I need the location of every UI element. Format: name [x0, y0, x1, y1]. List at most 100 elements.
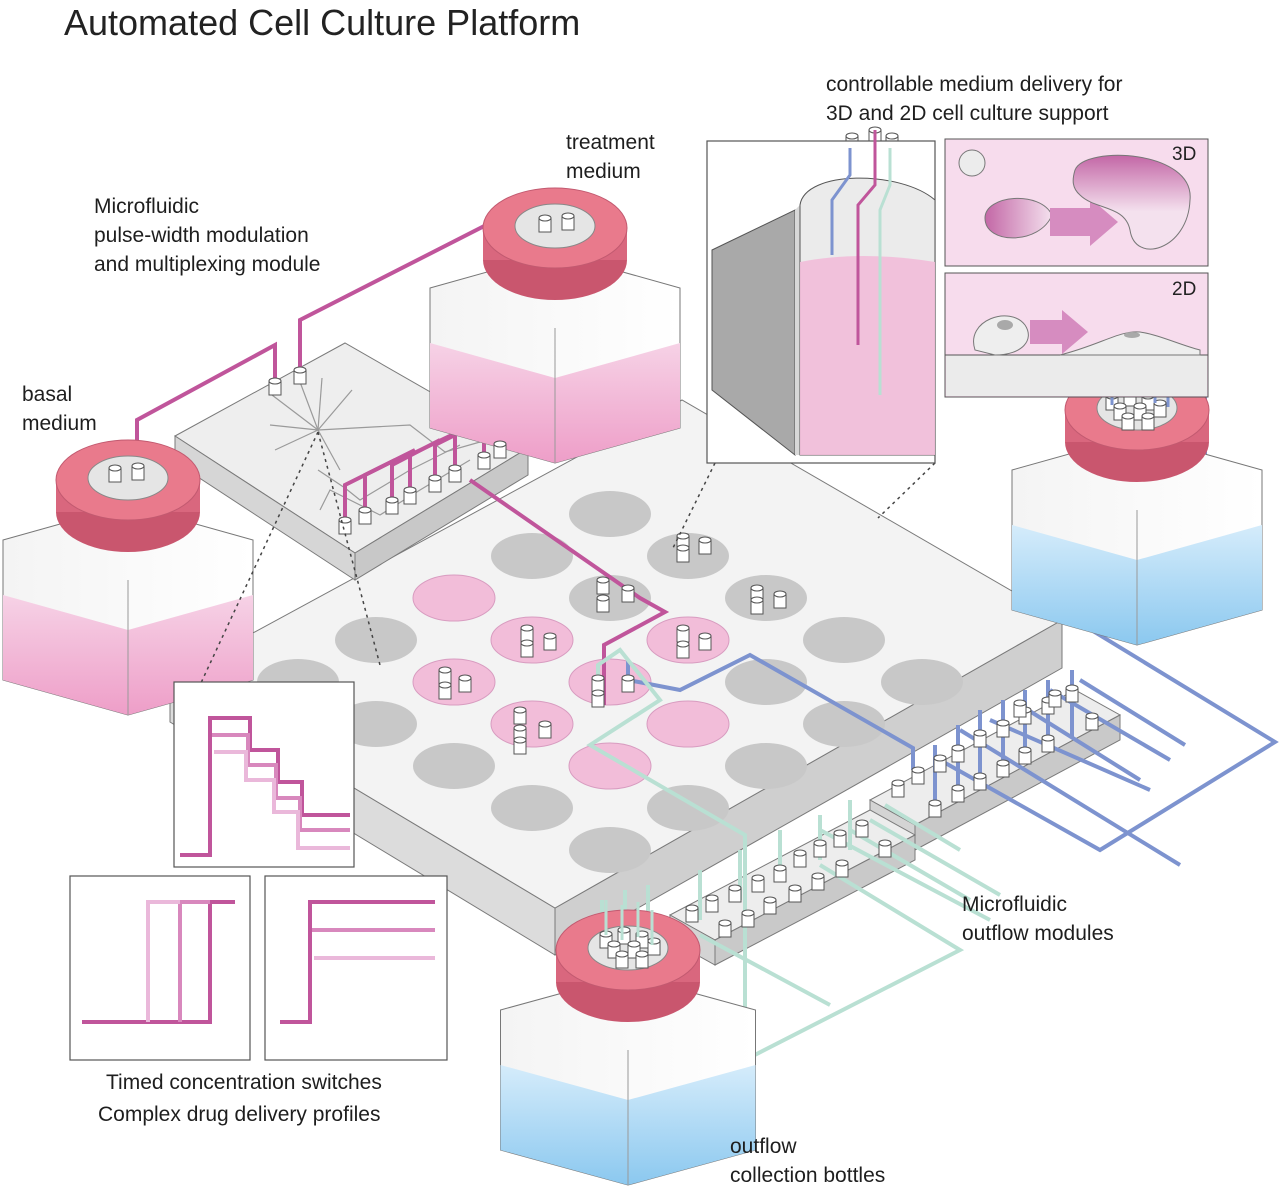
- staircase-profile-panel: [173, 681, 355, 868]
- cap-opening: [87, 455, 169, 501]
- panel-3d-tag: 3D: [1172, 144, 1196, 165]
- connector-top: [793, 849, 807, 857]
- connector-top: [996, 759, 1010, 767]
- panel-3d: 3D: [944, 138, 1209, 267]
- culture-well: [803, 617, 885, 663]
- culture-well: [490, 700, 574, 748]
- connector-top: [835, 859, 849, 867]
- connector-top: [338, 516, 352, 524]
- basal-medium-label: basal medium: [22, 383, 97, 435]
- connector-top: [1065, 684, 1079, 692]
- pwm-channels: [269, 377, 481, 516]
- connector-top: [403, 486, 417, 494]
- page-title: Automated Cell Culture Platform: [64, 2, 581, 43]
- culture-well: [412, 658, 496, 706]
- connector-top: [845, 132, 859, 140]
- connector-top: [885, 132, 899, 140]
- connector-top: [763, 896, 777, 904]
- connector-top: [448, 464, 462, 472]
- treatment-medium-label: treatment medium: [566, 131, 655, 183]
- connector-top: [438, 681, 452, 689]
- connector-top: [458, 674, 472, 682]
- connector-top: [1121, 412, 1135, 420]
- connector-top: [293, 366, 307, 374]
- connector-top: [813, 839, 827, 847]
- culture-well: [491, 533, 573, 579]
- connector-top: [627, 940, 641, 948]
- connector-top: [928, 799, 942, 807]
- connector-top: [513, 724, 527, 732]
- controllable-delivery-label: controllable medium delivery for 3D and …: [826, 73, 1123, 125]
- outflow-mint-lines: [586, 647, 1001, 1064]
- connector-top: [635, 950, 649, 958]
- timed-switches-label: Timed concentration switches Complex dru…: [98, 1071, 382, 1126]
- connector-top: [951, 744, 965, 752]
- connector-top: [513, 736, 527, 744]
- connector-top: [520, 639, 534, 647]
- connector-top: [750, 596, 764, 604]
- connector-top: [1018, 746, 1032, 754]
- connector-top: [773, 590, 787, 598]
- culture-well: [491, 785, 573, 831]
- connector-top: [773, 864, 787, 872]
- connector-top: [698, 536, 712, 544]
- connector-top: [1048, 689, 1062, 697]
- culture-well: [335, 701, 417, 747]
- culture-well: [335, 617, 417, 663]
- connector-top: [1085, 712, 1099, 720]
- connector-top: [438, 666, 452, 674]
- culture-well: [413, 743, 495, 789]
- culture-well: [647, 785, 729, 831]
- connector-top: [1113, 402, 1127, 410]
- connector-top: [1013, 699, 1027, 707]
- plate-wells: [257, 491, 963, 873]
- connector-top: [268, 377, 282, 385]
- connector-top: [1133, 402, 1147, 410]
- pwm-module-label: Microfluidic pulse-width modulation and …: [94, 195, 321, 276]
- switch-profile-panel-2: [264, 875, 448, 1061]
- connector-top: [615, 950, 629, 958]
- connector-top: [751, 874, 765, 882]
- culture-well: [803, 701, 885, 747]
- treatment-medium-bottle: [429, 187, 681, 464]
- connector-top: [996, 719, 1010, 727]
- connector-top: [538, 214, 552, 222]
- culture-well: [569, 491, 651, 537]
- connector-top: [951, 784, 965, 792]
- connector-top: [621, 674, 635, 682]
- tube-connectors: [108, 126, 1170, 969]
- connector-top: [108, 464, 122, 472]
- culture-well: [569, 827, 651, 873]
- pwm-multiplexing-module: [174, 342, 529, 581]
- connector-top: [1041, 734, 1055, 742]
- connector-top: [385, 496, 399, 504]
- connector-top: [698, 632, 712, 640]
- connector-top: [728, 884, 742, 892]
- well-cross-section-callout: [706, 130, 936, 464]
- connector-top: [607, 940, 621, 948]
- callout-leaders: [199, 431, 936, 686]
- connector-top: [973, 729, 987, 737]
- culture-well: [881, 659, 963, 705]
- switch-profile-panel-1: [69, 875, 251, 1061]
- panel-2d-tag: 2D: [1172, 279, 1196, 300]
- connector-top: [833, 829, 847, 837]
- connector-top: [538, 720, 552, 728]
- outflow-modules-label: Microfluidic outflow modules: [962, 893, 1114, 945]
- collection-bottles-label: outflow collection bottles: [730, 1135, 886, 1187]
- connector-top: [676, 640, 690, 648]
- culture-well: [646, 700, 730, 748]
- connector-top: [477, 451, 491, 459]
- connector-top: [591, 689, 605, 697]
- connector-top: [617, 926, 631, 934]
- connector-top: [750, 584, 764, 592]
- connector-top: [591, 674, 605, 682]
- connector-top: [891, 779, 905, 787]
- connector-top: [493, 440, 507, 448]
- connector-top: [676, 544, 690, 552]
- connector-top: [973, 772, 987, 780]
- connector-top: [855, 819, 869, 827]
- culture-well: [725, 659, 807, 705]
- connector-top: [428, 474, 442, 482]
- connector-top: [543, 632, 557, 640]
